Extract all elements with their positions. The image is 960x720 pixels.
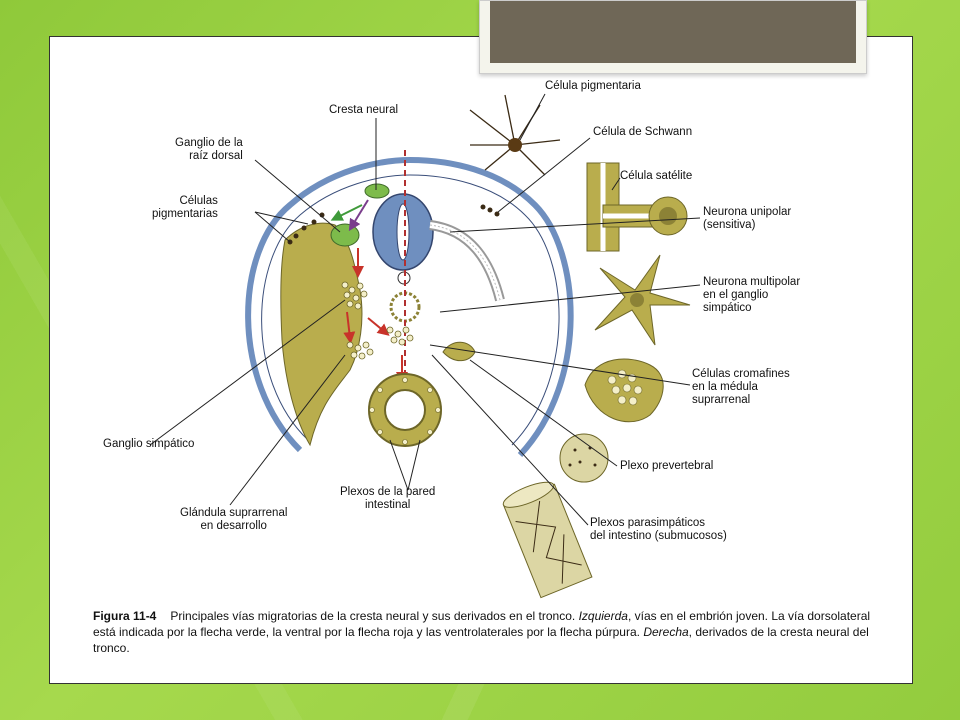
arrow-purple <box>348 199 369 232</box>
leader-lines <box>149 93 701 526</box>
arrow-green <box>330 204 363 221</box>
label-cresta-neural: Cresta neural <box>329 104 399 116</box>
label-plexos-parasimpaticos: Plexos parasimpáticos del intestino (sub… <box>590 517 727 542</box>
parasympathetic-tube <box>502 481 593 599</box>
epidermis-inner <box>261 174 560 446</box>
slide-title-placeholder[interactable] <box>479 0 867 74</box>
neural-crest-mass <box>364 183 390 199</box>
caption-italic-1: Izquierda <box>578 609 628 623</box>
label-ganglio-raiz: Ganglio de la raíz dorsal <box>175 137 243 162</box>
slide-title-bar <box>490 1 856 63</box>
figure-caption: Figura 11-4 Principales vías migratorias … <box>93 608 873 656</box>
label-celulas-pigmentarias: Células pigmentarias <box>152 195 218 220</box>
caption-text-3: , derivados de la cresta neural del tron… <box>93 625 869 655</box>
label-celulas-cromafines: Células cromafines en la médula suprarre… <box>692 368 790 406</box>
label-celula-pigmentaria: Célula pigmentaria <box>545 80 641 92</box>
label-celula-satelite: Célula satélite <box>620 170 693 182</box>
label-neurona-unipolar: Neurona unipolar (sensitiva) <box>703 206 792 231</box>
pigment-cell-dots <box>287 204 500 245</box>
label-neurona-multipolar: Neurona multipolar en el ganglio simpáti… <box>703 276 801 314</box>
aorta-ring <box>389 291 421 323</box>
caption-figure-number: Figura 11-4 <box>93 609 157 623</box>
prevertebral-plexus <box>559 433 609 483</box>
figure-frame <box>49 36 913 684</box>
label-celula-schwann: Célula de Schwann <box>593 126 693 138</box>
pigment-cell-drawing <box>469 94 561 176</box>
label-plexos-pared: Plexos de la pared intestinal <box>340 486 436 511</box>
caption-italic-2: Derecha <box>643 625 689 639</box>
sympathetic-ganglion-cells <box>341 281 414 360</box>
arrow-red-2 <box>343 311 356 344</box>
caption-text-2: , vías en el embrión joven. La vía dorso… <box>93 609 871 639</box>
label-glandula-suprarrenal: Glándula suprarrenal en desarrollo <box>180 507 288 532</box>
label-plexo-prevertebral: Plexo prevertebral <box>620 460 714 472</box>
caption-text-1: Principales vías migratorias de la crest… <box>170 609 579 623</box>
label-ganglio-simpatico: Ganglio simpático <box>103 438 195 450</box>
epidermis <box>245 156 574 458</box>
arrow-red-3 <box>367 317 390 336</box>
